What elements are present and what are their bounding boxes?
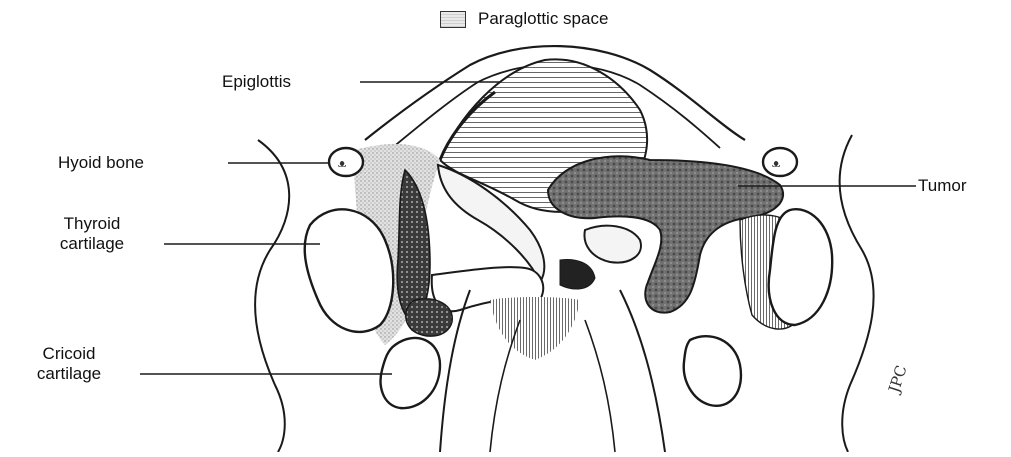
svg-text:ᴥ: ᴥ (772, 157, 780, 170)
thyroid-cartilage-label: Thyroid cartilage (22, 214, 162, 254)
glottic-opening (560, 260, 595, 290)
left-skin-contour (255, 140, 289, 452)
epiglottis-label: Epiglottis (222, 72, 291, 92)
cricoid-label-line2: cartilage (0, 364, 138, 384)
legend-label: Paraglottic space (478, 9, 608, 29)
paraglottic-swatch (440, 11, 466, 28)
airway-wall-right-2 (585, 320, 615, 452)
legend: Paraglottic space (440, 6, 608, 32)
thyroid-label-line2: cartilage (22, 234, 162, 254)
airway-wall-right (620, 290, 665, 452)
tumor-label: Tumor (918, 176, 967, 196)
right-skin-contour (840, 135, 874, 452)
thyroid-label-line1: Thyroid (22, 214, 162, 234)
cricoid-cartilage-right (684, 336, 741, 406)
hyoid-bone-label: Hyoid bone (58, 153, 144, 173)
arytenoid-right (584, 226, 640, 263)
cricoid-cartilage-label: Cricoid cartilage (0, 344, 138, 384)
cartilage-blob-left (406, 299, 452, 336)
cricoid-cartilage-left (381, 338, 440, 408)
svg-text:ᴥ: ᴥ (338, 157, 346, 170)
thyroid-cartilage-right (769, 209, 832, 325)
subglottic-shading (490, 297, 580, 360)
cricoid-label-line1: Cricoid (0, 344, 138, 364)
